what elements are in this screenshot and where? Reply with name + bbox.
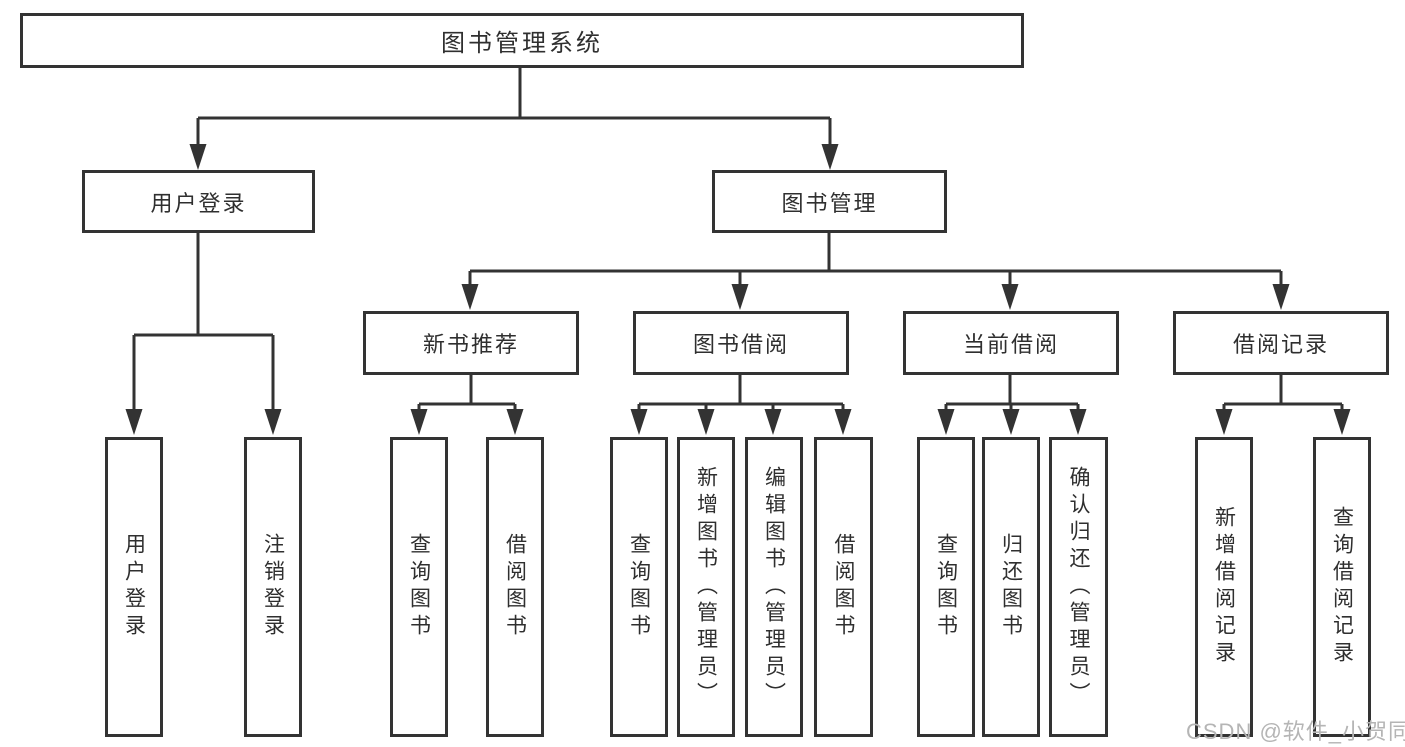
leaf-user-login: 用户登录: [105, 437, 163, 737]
node-book-borrow: 图书借阅: [633, 311, 849, 375]
leaf-query-books-recommend: 查询图书: [390, 437, 448, 737]
leaf-add-borrow-record: 新增借阅记录: [1195, 437, 1253, 737]
node-current-borrow: 当前借阅: [903, 311, 1119, 375]
node-root-system: 图书管理系统: [20, 13, 1024, 68]
node-borrow-records: 借阅记录: [1173, 311, 1389, 375]
connector-root-to-level2: [189, 68, 839, 170]
connector-user-login-children: [125, 233, 282, 435]
leaf-logout-login: 注销登录: [244, 437, 302, 737]
node-book-management: 图书管理: [712, 170, 947, 233]
connector-current-borrow-children: [937, 375, 1087, 435]
leaf-confirm-return-admin: 确认归还（管理员）: [1049, 437, 1108, 737]
leaf-return-books: 归还图书: [982, 437, 1040, 737]
leaf-query-borrow-record: 查询借阅记录: [1313, 437, 1371, 737]
connector-book-management-to-level3: [461, 233, 1290, 310]
connector-borrow-record-children: [1215, 375, 1351, 435]
leaf-add-books-admin: 新增图书（管理员）: [677, 437, 735, 737]
node-user-login: 用户登录: [82, 170, 315, 233]
leaf-edit-books-admin: 编辑图书（管理员）: [745, 437, 803, 737]
leaf-borrow-books: 借阅图书: [814, 437, 873, 737]
leaf-query-books-current: 查询图书: [917, 437, 975, 737]
connector-new-book-children: [410, 375, 524, 435]
node-new-book-recommend: 新书推荐: [363, 311, 579, 375]
csdn-watermark: CSDN @软件_小贺同学: [1186, 719, 1405, 744]
connector-book-borrow-children: [630, 375, 852, 435]
leaf-borrow-books-recommend: 借阅图书: [486, 437, 544, 737]
leaf-query-books-borrow: 查询图书: [610, 437, 668, 737]
